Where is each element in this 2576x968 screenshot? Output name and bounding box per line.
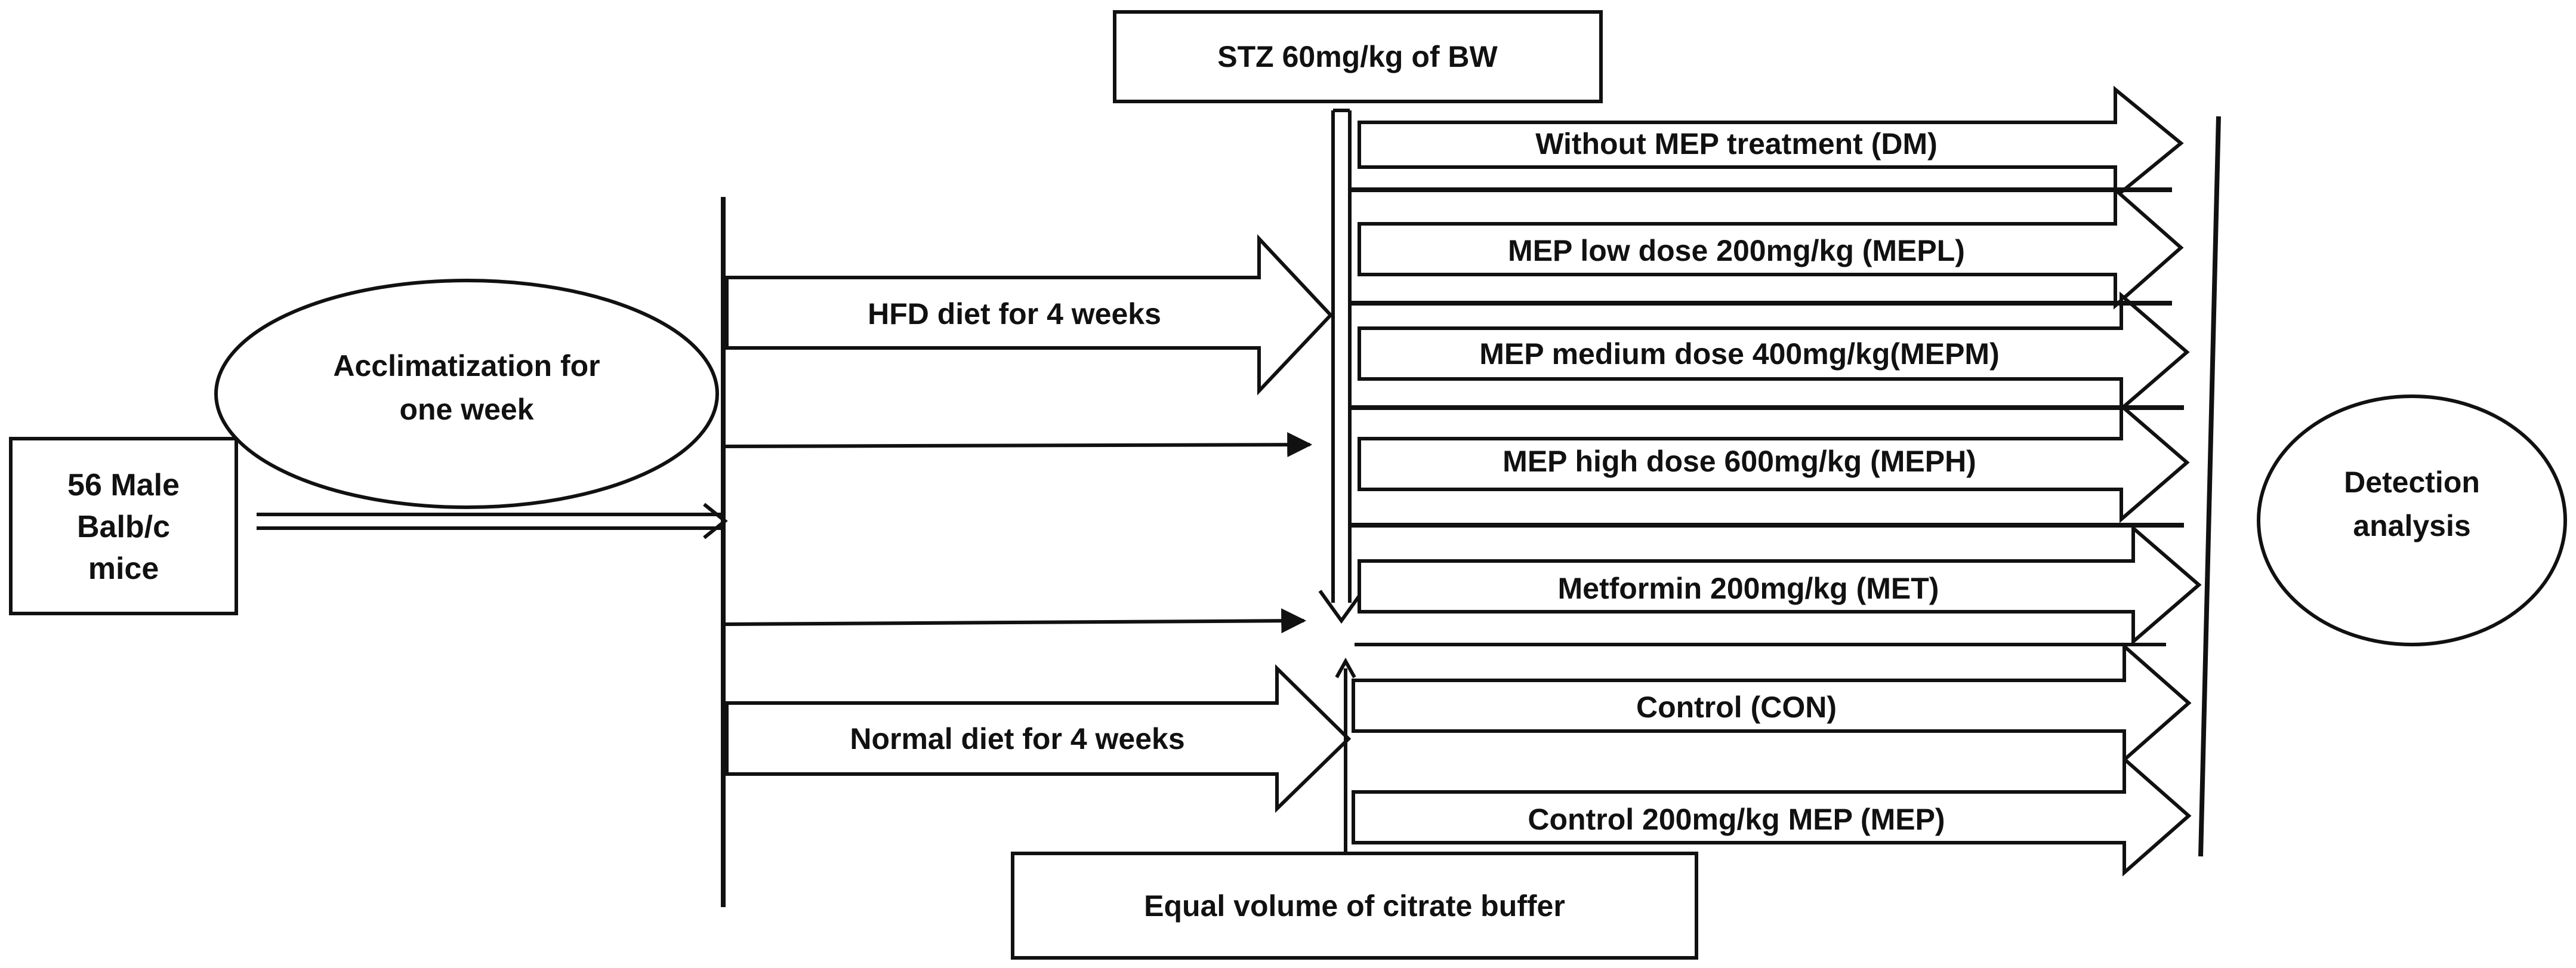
- split-arrow-lower: [724, 608, 1307, 634]
- normal-diet-label: Normal diet for 4 weeks: [850, 722, 1184, 756]
- detection-label-line-1: Detection: [2344, 465, 2480, 499]
- group-label-dm: Without MEP treatment (DM): [1535, 127, 1938, 161]
- group-label-con: Control (CON): [1636, 690, 1837, 724]
- citrate-node: Equal volume of citrate buffer: [1011, 852, 1698, 960]
- group-arrow-met: [1358, 524, 2202, 646]
- group-arrow-meph: [1358, 402, 2190, 523]
- group-label-met: Metformin 200mg/kg (MET): [1558, 572, 1939, 605]
- start-label-line-3: mice: [88, 551, 159, 586]
- hfd-label: HFD diet for 4 weeks: [868, 297, 1161, 331]
- start-node: 56 Male Balb/c mice: [9, 437, 238, 615]
- citrate-injection-arrow: [1335, 657, 1356, 853]
- end-line: [2198, 116, 2221, 857]
- group-met: Metformin 200mg/kg (MET): [1358, 524, 2202, 646]
- group-arrow-mepl: [1358, 186, 2184, 310]
- normal-diet-arrow: Normal diet for 4 weeks: [725, 664, 1352, 813]
- group-label-mep: Control 200mg/kg MEP (MEP): [1528, 803, 1945, 836]
- acclimatization-label-line-2: one week: [399, 393, 533, 426]
- citrate-box: [1011, 852, 1698, 960]
- group-arrow-dm: [1358, 85, 2184, 201]
- stz-injection-arrow: [1318, 109, 1365, 624]
- stz-box: [1113, 10, 1603, 103]
- group-label-mepm: MEP medium dose 400mg/kg(MEPM): [1479, 337, 1999, 371]
- group-mepl: MEP low dose 200mg/kg (MEPL): [1358, 186, 2184, 310]
- acclimatization-label-line-1: Acclimatization for: [333, 349, 600, 383]
- group-arrow-con: [1352, 642, 2192, 764]
- hfd-arrow-shape: [725, 234, 1334, 396]
- normal-arrow-shape: [725, 664, 1352, 813]
- group-label-mepl: MEP low dose 200mg/kg (MEPL): [1508, 234, 1965, 267]
- detection-ellipse: [2257, 394, 2567, 646]
- start-label-line-2: Balb/c: [77, 510, 170, 544]
- citrate-label: Equal volume of citrate buffer: [1144, 889, 1565, 923]
- acclimatization-ellipse: [214, 279, 719, 509]
- group-mepm: MEP medium dose 400mg/kg(MEPM): [1358, 291, 2190, 413]
- start-box: [9, 437, 238, 615]
- group-con: Control (CON): [1352, 642, 2192, 764]
- group-dm: Without MEP treatment (DM): [1358, 85, 2184, 201]
- stz-label: STZ 60mg/kg of BW: [1217, 40, 1498, 73]
- detection-node: Detection analysis: [2257, 394, 2567, 646]
- group-meph: MEP high dose 600mg/kg (MEPH): [1358, 402, 2190, 523]
- group-separators: [1350, 187, 2184, 646]
- hfd-diet-arrow: HFD diet for 4 weeks: [725, 234, 1334, 396]
- detection-label-line-2: analysis: [2353, 509, 2470, 542]
- group-label-meph: MEP high dose 600mg/kg (MEPH): [1503, 445, 1976, 478]
- split-arrow-upper: [724, 432, 1313, 458]
- group-arrow-mepm: [1358, 291, 2190, 413]
- acclimatization-node: Acclimatization for one week: [214, 279, 719, 509]
- group-mep: Control 200mg/kg MEP (MEP): [1352, 755, 2192, 877]
- group-arrow-mep: [1352, 755, 2192, 877]
- start-to-split-arrow: [257, 503, 728, 540]
- start-label-line-1: 56 Male: [67, 468, 180, 503]
- stz-node: STZ 60mg/kg of BW: [1113, 10, 1603, 103]
